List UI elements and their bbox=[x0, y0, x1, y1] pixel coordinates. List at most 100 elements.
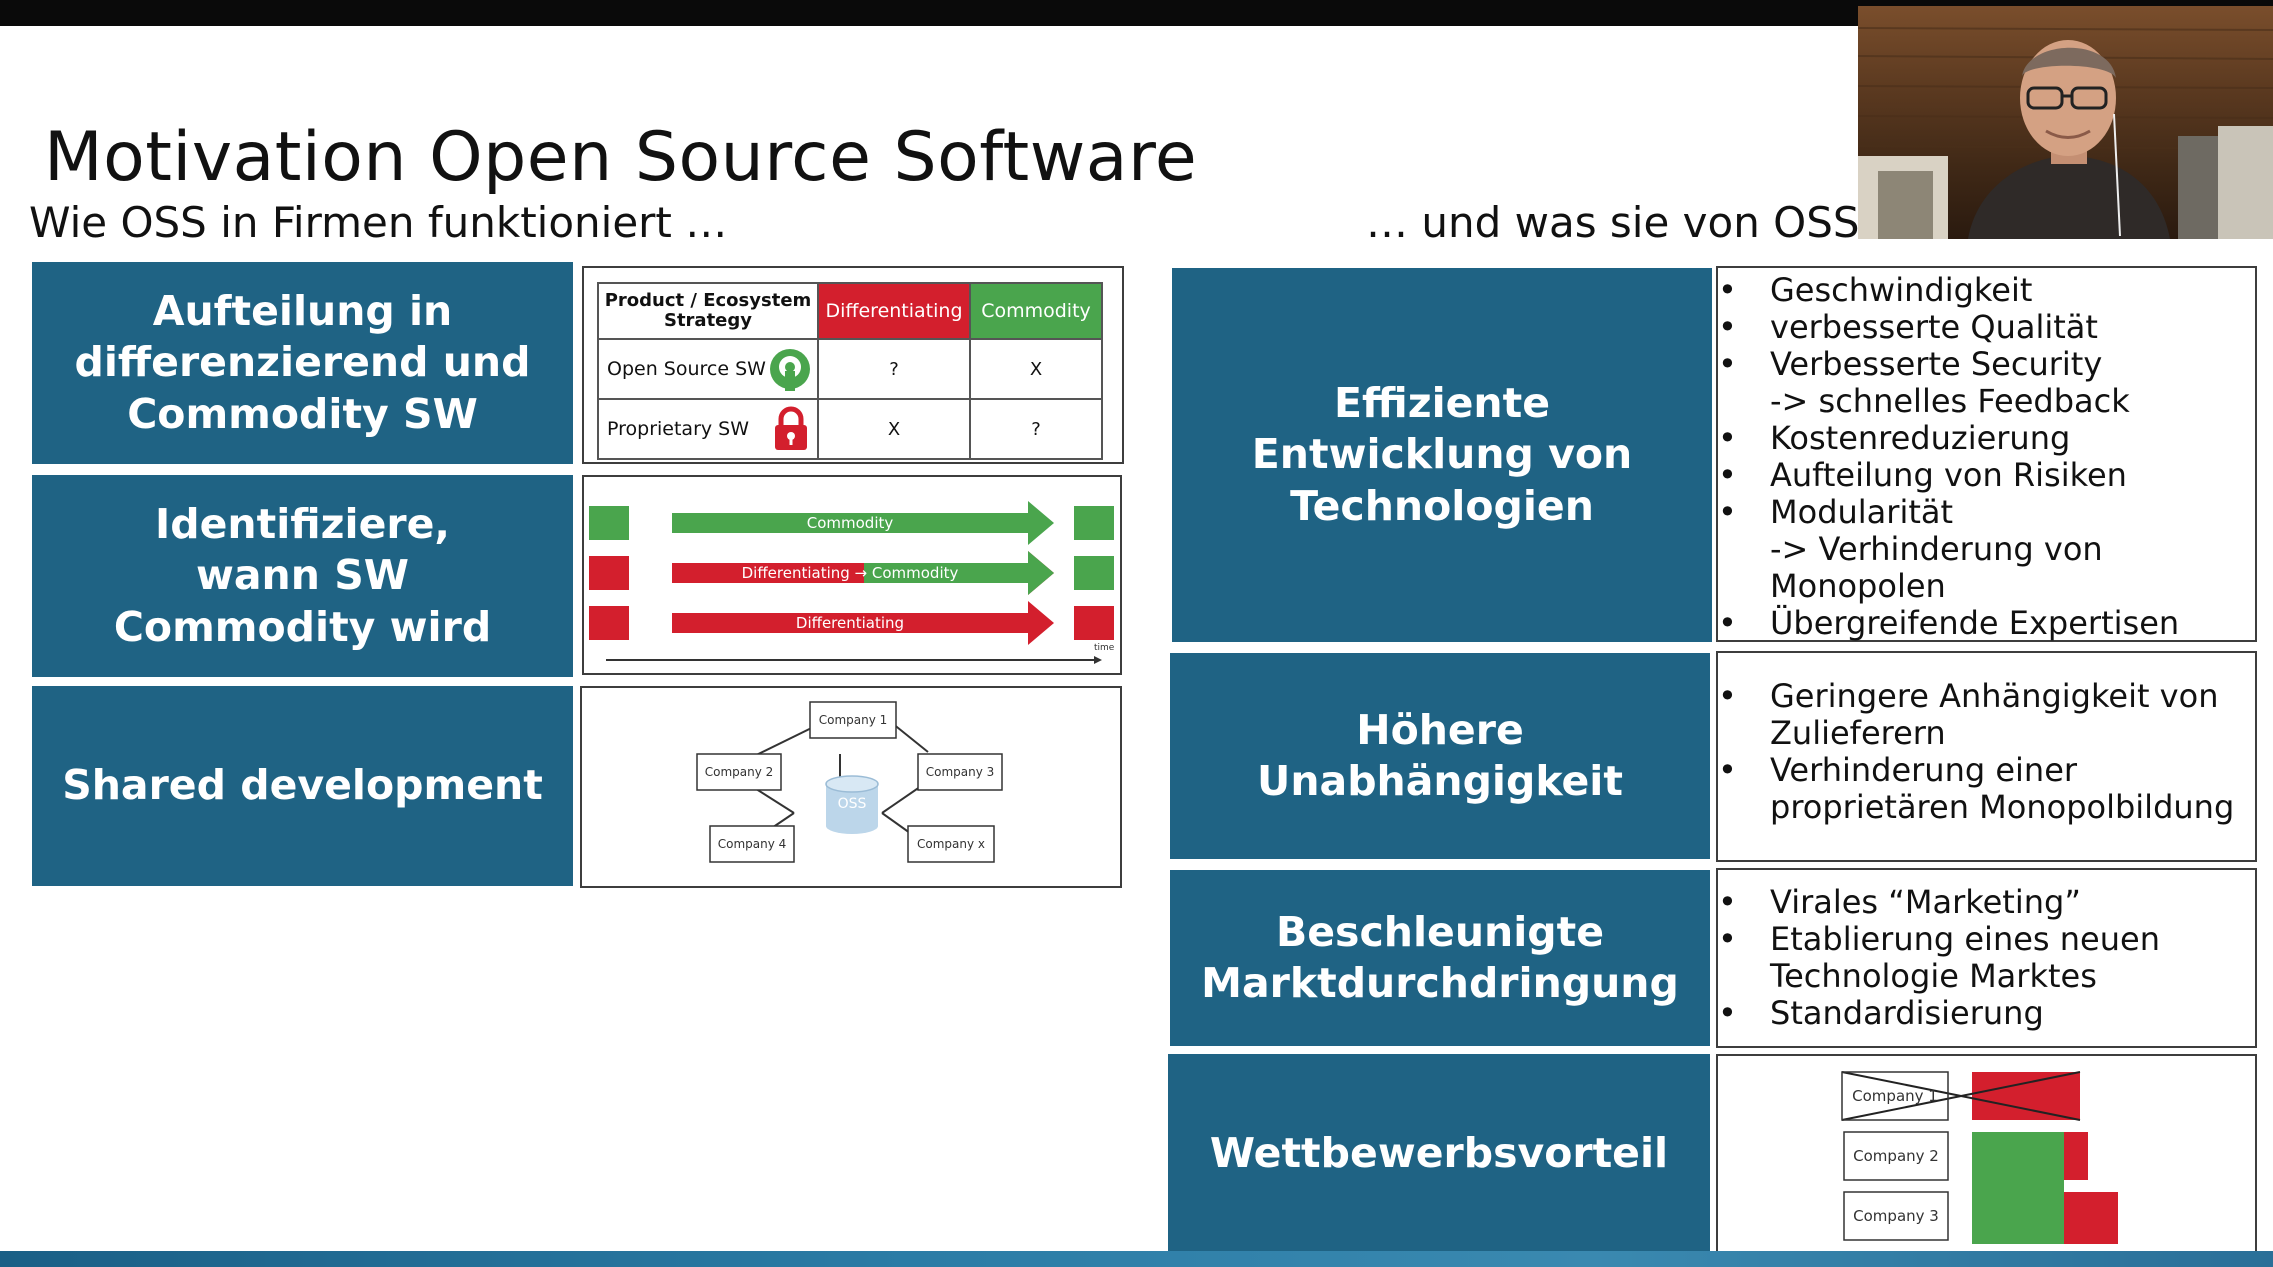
list-item: Kostenreduzierung bbox=[1718, 420, 2179, 458]
box-label: Effiziente Entwicklung von Technologien bbox=[1251, 379, 1633, 530]
shared-green-block bbox=[1972, 1132, 2064, 1244]
company-node bbox=[696, 753, 782, 791]
company-node bbox=[1843, 1131, 1949, 1181]
commodity-arrow bbox=[672, 501, 1054, 545]
state-square bbox=[589, 556, 629, 590]
list-item: proprietären Monopolbildung bbox=[1770, 788, 2235, 826]
cell-prop-commodity: ? bbox=[969, 398, 1103, 460]
box-label: Höhere Unabhängigkeit bbox=[1257, 705, 1623, 805]
slide-title: Motivation Open Source Software bbox=[44, 118, 1198, 197]
padlock-icon bbox=[775, 406, 807, 450]
diff-to-commodity-arrow-red bbox=[672, 551, 1054, 595]
lifecycle-diagram bbox=[589, 501, 1114, 664]
state-square bbox=[1074, 506, 1114, 540]
list-item: Virales “Marketing” bbox=[1718, 884, 2160, 922]
box-identify-commodity: Identifiziere, wann SW Commodity wird bbox=[32, 475, 573, 677]
box-label: Shared development bbox=[62, 761, 543, 810]
company-1-label: Company 1 bbox=[818, 713, 888, 727]
box-shared-development: Shared development bbox=[32, 686, 573, 886]
box-label: Identifiziere, wann SW Commodity wird bbox=[113, 500, 492, 651]
box-independence: Höhere Unabhängigkeit bbox=[1170, 653, 1710, 859]
oss-database-icon bbox=[825, 775, 879, 834]
list-item: Verbesserte Security bbox=[1718, 346, 2179, 384]
shared-dev-diagram bbox=[696, 701, 1003, 863]
company-3-bar-red bbox=[2064, 1192, 2118, 1244]
list-item: Zulieferern bbox=[1770, 714, 1946, 752]
strategy-table: Product / Ecosystem Strategy Differentia… bbox=[597, 282, 1103, 460]
competitive-advantage-diagram bbox=[1841, 1071, 2118, 1244]
time-axis-label: time bbox=[1094, 643, 1115, 653]
list-item: Monopolen bbox=[1770, 567, 1946, 605]
list-item: verbesserte Qualität bbox=[1718, 309, 2179, 347]
company-2-label: Company 2 bbox=[1853, 1147, 1939, 1165]
company-3-label: Company 3 bbox=[1853, 1207, 1939, 1225]
competitive-advantage-panel: Company 1 Company 2 Company 3 bbox=[1716, 1054, 2257, 1256]
box-market-penetration: Beschleunigte Marktdurchdringung bbox=[1170, 870, 1710, 1046]
company-node bbox=[709, 825, 795, 863]
list-item: -> schnelles Feedback bbox=[1770, 382, 2130, 420]
company-node bbox=[1843, 1191, 1949, 1241]
company-node bbox=[917, 753, 1003, 791]
box-label: Aufteilung in differenzierend und Commod… bbox=[74, 287, 531, 438]
differentiating-arrow-label: Differentiating bbox=[795, 614, 905, 632]
time-axis-head bbox=[1094, 656, 1102, 664]
oss-label: OSS bbox=[837, 796, 867, 812]
list-item: Modularität bbox=[1718, 494, 2179, 532]
box-label: Wettbewerbsvorteil bbox=[1209, 1128, 1669, 1177]
box-split-differentiating-commodity: Aufteilung in differenzierend und Commod… bbox=[32, 262, 573, 464]
list-item: Standardisierung bbox=[1718, 995, 2160, 1033]
list-item: Übergreifende Expertisen bbox=[1718, 605, 2179, 643]
company-node bbox=[907, 825, 995, 863]
bottom-accent-bar bbox=[0, 1251, 2273, 1267]
right-subtitle: … und was sie von OSS bbox=[1366, 198, 1860, 247]
state-square bbox=[589, 506, 629, 540]
efficient-development-panel: Geschwindigkeit verbesserte Qualität Ver… bbox=[1716, 266, 2257, 642]
box-efficient-development: Effiziente Entwicklung von Technologien bbox=[1172, 268, 1712, 642]
market-penetration-panel: Virales “Marketing” Etablierung eines ne… bbox=[1716, 868, 2257, 1048]
company-1-bar-red bbox=[1972, 1072, 2080, 1120]
list-item: Geschwindigkeit bbox=[1718, 272, 2179, 310]
company-1-label: Company 1 bbox=[1852, 1087, 1938, 1105]
state-square bbox=[589, 606, 629, 640]
cell-prop-differentiating: X bbox=[817, 398, 971, 460]
list-item: -> Verhinderung von bbox=[1770, 530, 2103, 568]
state-square bbox=[1074, 556, 1114, 590]
independence-list: Geringere Anhängigkeit von Zulieferern V… bbox=[1718, 678, 2234, 826]
diff-to-commodity-arrow-green bbox=[864, 551, 1054, 595]
lifecycle-panel: Commodity Differentiating → Commodity Di… bbox=[582, 475, 1122, 675]
left-subtitle: Wie OSS in Firmen funktioniert … bbox=[29, 198, 728, 247]
table-row-open-source: Open Source SW bbox=[597, 338, 819, 400]
strike-line bbox=[1841, 1071, 2081, 1121]
diff-to-commodity-label: Differentiating → Commodity bbox=[741, 564, 959, 582]
table-row-proprietary: Proprietary SW bbox=[597, 398, 819, 460]
company-node bbox=[1841, 1071, 1949, 1121]
list-item: Geringere Anhängigkeit von bbox=[1718, 678, 2234, 716]
market-penetration-list: Virales “Marketing” Etablierung eines ne… bbox=[1718, 884, 2160, 1033]
row-label: Open Source SW bbox=[607, 358, 766, 380]
differentiating-arrow bbox=[672, 601, 1054, 645]
box-competitive-advantage: Wettbewerbsvorteil bbox=[1168, 1054, 1710, 1253]
list-item: Technologie Marktes bbox=[1770, 957, 2097, 995]
independence-panel: Geringere Anhängigkeit von Zulieferern V… bbox=[1716, 651, 2257, 862]
list-item: Verhinderung einer bbox=[1718, 752, 2234, 790]
company-node bbox=[809, 701, 897, 739]
table-header-strategy: Product / Ecosystem Strategy bbox=[597, 282, 819, 340]
company-x-label: Company x bbox=[916, 837, 985, 851]
list-item: Aufteilung von Risiken bbox=[1718, 457, 2179, 495]
cell-oss-differentiating: ? bbox=[817, 338, 971, 400]
open-source-icon bbox=[770, 349, 810, 391]
commodity-arrow-label: Commodity bbox=[806, 514, 894, 532]
table-header-differentiating: Differentiating bbox=[817, 282, 971, 340]
webcam-video-feed[interactable] bbox=[1858, 6, 2273, 239]
list-item: Etablierung eines neuen bbox=[1718, 921, 2160, 959]
presenter-video-image bbox=[1858, 27, 2273, 239]
shared-dev-panel: Company 1 Company 2 Company 3 Company 4 … bbox=[580, 686, 1122, 888]
company-3-label: Company 3 bbox=[925, 765, 995, 779]
state-square bbox=[1074, 606, 1114, 640]
company-2-bar-red bbox=[2064, 1132, 2088, 1180]
cell-oss-commodity: X bbox=[969, 338, 1103, 400]
efficient-development-list: Geschwindigkeit verbesserte Qualität Ver… bbox=[1718, 272, 2179, 643]
company-2-label: Company 2 bbox=[704, 765, 774, 779]
row-label: Proprietary SW bbox=[607, 418, 750, 440]
table-header-commodity: Commodity bbox=[969, 282, 1103, 340]
